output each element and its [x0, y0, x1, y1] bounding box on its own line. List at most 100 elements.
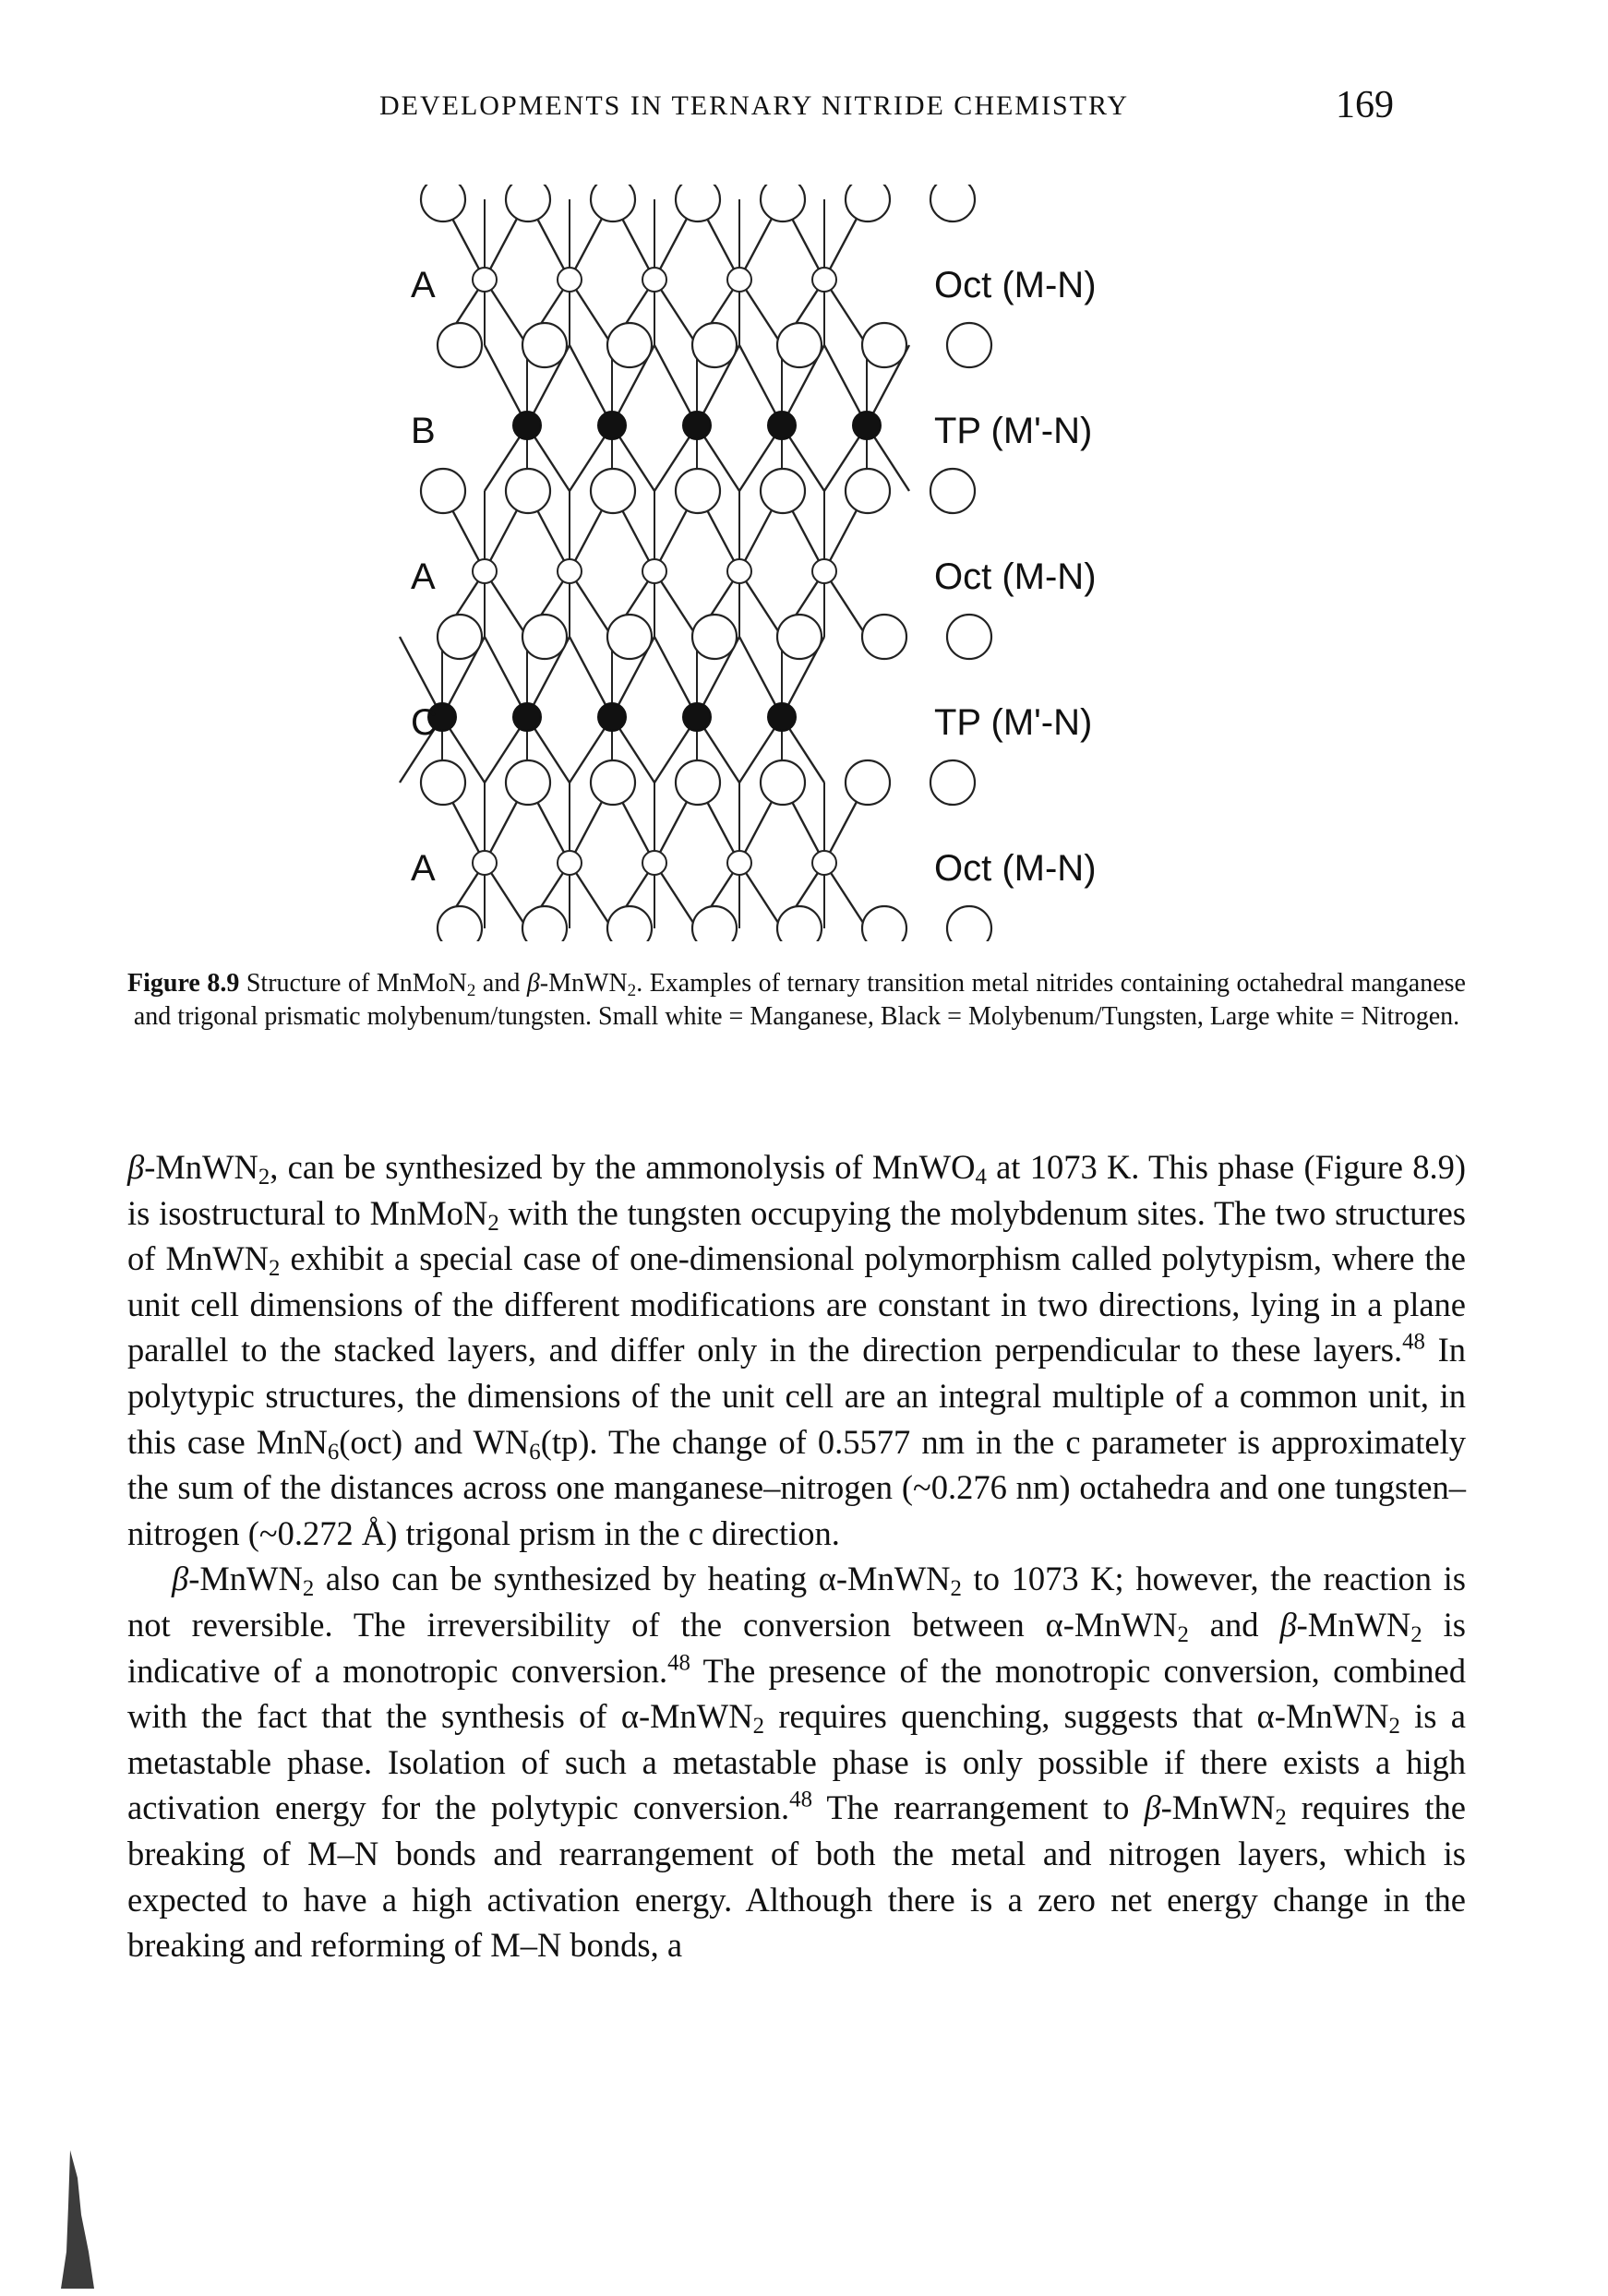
- bond-line: [653, 279, 699, 346]
- bond-line: [398, 636, 444, 718]
- bond-line: [738, 636, 784, 718]
- nitrogen-atom: [606, 904, 654, 941]
- nitrogen-atom: [945, 321, 993, 369]
- nitrogen-atom: [759, 467, 807, 515]
- bond-line: [483, 344, 529, 426]
- nitrogen-atom: [860, 613, 908, 661]
- nitrogen-atom: [690, 613, 738, 661]
- manganese-atom: [726, 267, 752, 293]
- stacking-letter-a2: A: [411, 556, 436, 597]
- molybdenum-tungsten-atom: [767, 702, 797, 732]
- nitrogen-atom: [844, 467, 892, 515]
- layer-type-labels: Oct (M-N) TP (M'-N) Oct (M-N) TP (M'-N) …: [934, 265, 1097, 889]
- nitrogen-atom: [589, 759, 637, 807]
- bond-line: [822, 279, 869, 346]
- manganese-atom: [557, 558, 582, 584]
- bond-line: [483, 570, 529, 638]
- molybdenum-tungsten-atom: [767, 411, 797, 440]
- stacking-letter-a1: A: [411, 265, 436, 305]
- bond-line: [568, 279, 614, 346]
- atom-layer: [419, 185, 993, 941]
- scan-artifact: [61, 2150, 94, 2289]
- molybdenum-tungsten-atom: [512, 702, 542, 732]
- manganese-atom: [472, 267, 498, 293]
- molybdenum-tungsten-atom: [512, 411, 542, 440]
- stacking-letter-c: C: [411, 702, 438, 743]
- nitrogen-atom: [521, 904, 569, 941]
- stacking-letter-b: B: [411, 411, 436, 451]
- manganese-atom: [726, 850, 752, 876]
- molybdenum-tungsten-atom: [852, 411, 882, 440]
- body-text: β-MnWN2, can be synthesized by the ammon…: [127, 1144, 1466, 1968]
- nitrogen-atom: [674, 185, 722, 223]
- bond-line: [483, 636, 529, 718]
- nitrogen-atom: [589, 185, 637, 223]
- reference-48: 48: [667, 1649, 690, 1675]
- nitrogen-atom: [521, 613, 569, 661]
- nitrogen-atom: [419, 467, 467, 515]
- nitrogen-atom: [775, 321, 823, 369]
- nitrogen-atom: [690, 904, 738, 941]
- nitrogen-atom: [929, 185, 977, 223]
- figure-caption: Figure 8.9 Structure of MnMoN2 and β-MnW…: [127, 969, 1466, 1031]
- nitrogen-atom: [606, 321, 654, 369]
- molybdenum-tungsten-atom: [682, 411, 712, 440]
- nitrogen-atom: [759, 185, 807, 223]
- bond-line: [738, 279, 784, 346]
- manganese-atom: [472, 558, 498, 584]
- molybdenum-tungsten-atom: [682, 702, 712, 732]
- nitrogen-atom: [929, 467, 977, 515]
- nitrogen-atom: [504, 185, 552, 223]
- page-number: 169: [1336, 84, 1394, 126]
- bond-line: [738, 862, 784, 929]
- structure-drawing: A B A C A Oct (M-N) TP (M'-N) Oct (M-N) …: [398, 185, 1097, 941]
- reference-48: 48: [1402, 1329, 1425, 1355]
- molybdenum-tungsten-atom: [597, 702, 627, 732]
- nitrogen-atom: [674, 467, 722, 515]
- bond-line: [653, 636, 699, 718]
- bond-line: [568, 636, 614, 718]
- manganese-atom: [472, 850, 498, 876]
- manganese-atom: [642, 558, 667, 584]
- nitrogen-atom: [436, 904, 484, 941]
- nitrogen-atom: [759, 759, 807, 807]
- bond-line: [822, 344, 869, 426]
- bond-line: [738, 344, 784, 426]
- nitrogen-atom: [929, 759, 977, 807]
- molybdenum-tungsten-atom: [427, 702, 457, 732]
- manganese-atom: [726, 558, 752, 584]
- paragraph-1: β-MnWN2, can be synthesized by the ammon…: [127, 1148, 1467, 1552]
- bond-line: [653, 570, 699, 638]
- manganese-atom: [811, 558, 837, 584]
- reference-48: 48: [789, 1787, 812, 1812]
- layer-label-tp-2: TP (M'-N): [934, 702, 1092, 743]
- nitrogen-atom: [504, 759, 552, 807]
- nitrogen-atom: [690, 321, 738, 369]
- nitrogen-atom: [436, 613, 484, 661]
- nitrogen-atom: [521, 321, 569, 369]
- layer-label-oct-3: Oct (M-N): [934, 848, 1097, 889]
- nitrogen-atom: [860, 904, 908, 941]
- nitrogen-atom: [775, 904, 823, 941]
- manganese-atom: [642, 850, 667, 876]
- nitrogen-atom: [945, 904, 993, 941]
- nitrogen-atom: [589, 467, 637, 515]
- nitrogen-atom: [775, 613, 823, 661]
- bond-line: [483, 279, 529, 346]
- stacking-letter-a3: A: [411, 848, 436, 889]
- layer-label-tp-1: TP (M'-N): [934, 411, 1092, 451]
- bond-line: [568, 862, 614, 929]
- layer-label-oct-2: Oct (M-N): [934, 556, 1097, 597]
- manganese-atom: [811, 267, 837, 293]
- nitrogen-atom: [860, 321, 908, 369]
- running-head: DEVELOPMENTS IN TERNARY NITRIDE CHEMISTR…: [379, 90, 1130, 121]
- stacking-letters: A B A C A: [411, 265, 438, 889]
- manganese-atom: [557, 267, 582, 293]
- nitrogen-atom: [419, 185, 467, 223]
- layer-label-oct-1: Oct (M-N): [934, 265, 1097, 305]
- bond-line: [483, 862, 529, 929]
- crystal-structure-figure: A B A C A Oct (M-N) TP (M'-N) Oct (M-N) …: [397, 185, 1200, 941]
- nitrogen-atom: [606, 613, 654, 661]
- manganese-atom: [642, 267, 667, 293]
- bond-line: [653, 344, 699, 426]
